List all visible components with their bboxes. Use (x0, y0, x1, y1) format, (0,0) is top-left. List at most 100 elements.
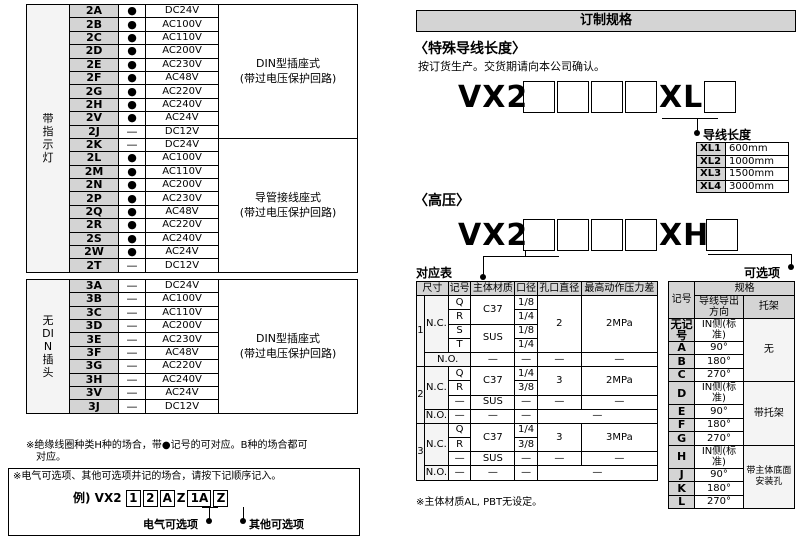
voltage: AC230V (145, 332, 219, 347)
h-class-indicator: — (118, 278, 146, 294)
voltage: AC200V (145, 318, 219, 334)
empty-cell: — (514, 351, 538, 368)
header-bracket: 托架 (742, 294, 796, 319)
connector-description: DIN型插座式(带过电压保护回路) (218, 278, 358, 414)
max-pressure: 2MPa (580, 366, 659, 396)
table-row: 2S●AC240V (27, 231, 358, 247)
h-class-indicator: ● (118, 245, 146, 260)
option-code: 3H (69, 372, 119, 387)
lead-direction: 180° (694, 354, 744, 369)
lead-direction: IN侧(标准) (694, 444, 744, 469)
table-row: 3F—AC48V (27, 345, 358, 361)
orifice: — (536, 451, 582, 467)
table-row: 2B●AC100V (27, 17, 358, 32)
voltage: AC240V (145, 372, 219, 387)
table-header: 孔口直径 (536, 280, 582, 297)
h-class-indicator: — (118, 305, 146, 320)
special-note: 按订货生产。交货期请向本公司确认。 (418, 60, 605, 73)
lead-direction: 180° (694, 481, 744, 496)
option-code: 2S (69, 231, 119, 247)
placeholder-box (523, 81, 555, 113)
option-symbol: D (667, 381, 696, 405)
voltage: DC12V (145, 124, 219, 139)
h-class-indicator: — (118, 318, 146, 334)
body-material: C37 (470, 422, 516, 453)
table-row: T 1/4 (417, 337, 658, 353)
option-code: 2D (69, 44, 119, 59)
example-code-box: 1 (125, 490, 141, 507)
port-size: 1/8 (514, 295, 538, 311)
example-code-box: 1A (187, 490, 212, 507)
nc-cell: N.C. (423, 366, 449, 410)
symbol: R (447, 437, 472, 453)
connector-description: DIN型插座式(带过电压保护回路) (218, 4, 358, 139)
option-code: 2H (69, 97, 119, 113)
option-code: 2E (69, 57, 119, 72)
bracket-hole: 带主体底面安装孔 (742, 444, 796, 509)
lead-direction: 180° (694, 417, 744, 432)
h-class-indicator: ● (118, 17, 146, 32)
option-code: 2A (69, 3, 119, 19)
option-code: 3D (69, 318, 119, 334)
label-electrical-option: 电气可选项 (143, 518, 198, 531)
orifice: 3 (536, 366, 582, 396)
option-code: 3G (69, 359, 119, 374)
option-code: 2G (69, 84, 119, 99)
option-symbol: J (667, 467, 696, 482)
option-symbol: H (667, 444, 696, 469)
table-row: 2C●AC110V (27, 30, 358, 46)
lead-direction: IN侧(标准) (694, 381, 744, 405)
group-label: 无DIN插头 (26, 278, 70, 414)
port-size: 1/4 (514, 337, 538, 353)
option-code: 2W (69, 245, 119, 260)
lead-direction: 270° (694, 494, 744, 509)
option-code: 3V (69, 385, 119, 401)
table-header: 记号 (447, 280, 472, 297)
port-size: — (514, 451, 538, 467)
voltage: AC48V (145, 345, 219, 361)
placeholder-box (706, 219, 738, 251)
model-prefix-xl: VX2 (458, 80, 529, 115)
voltage: AC24V (145, 111, 219, 126)
symbol: — (447, 394, 472, 410)
table-row: 3V—AC24V (27, 385, 358, 401)
voltage: AC240V (145, 231, 219, 247)
voltage: AC48V (145, 70, 219, 86)
section-title: 订制规格 (416, 10, 796, 32)
note-line-1: ※绝缘线圈种类H种的场合，带●记号的可对应。B种的场合都可 (26, 440, 308, 451)
nc-cell: N.C. (423, 422, 449, 467)
table-row: 2M●AC110V (27, 164, 358, 180)
length-code: XL1 (696, 142, 726, 156)
voltage: DC24V (145, 278, 219, 294)
h-class-indicator: — (118, 359, 146, 374)
body-material: SUS (470, 451, 516, 467)
max-pressure: 3MPa (580, 422, 659, 453)
max-pressure: 2MPa (580, 295, 659, 353)
body-material: C37 (470, 295, 516, 325)
table-row: 2V●AC24V (27, 111, 358, 126)
voltage: AC240V (145, 97, 219, 113)
empty-cell: — (470, 351, 516, 368)
voltage: DC24V (145, 137, 219, 153)
voltage: AC110V (145, 164, 219, 180)
empty-cell: — (447, 408, 472, 424)
note-insulation: ※绝缘线圈种类H种的场合，带●记号的可对应。B种的场合都可 对应。 (26, 440, 366, 464)
table-row: —SUS——— (417, 394, 659, 410)
option-code: 2L (69, 151, 119, 166)
header-spec: 规格 (694, 281, 795, 296)
voltage: AC100V (145, 17, 219, 32)
option-symbol: K (667, 481, 696, 496)
symbol: T (447, 337, 472, 353)
h-class-indicator: ● (118, 84, 146, 99)
